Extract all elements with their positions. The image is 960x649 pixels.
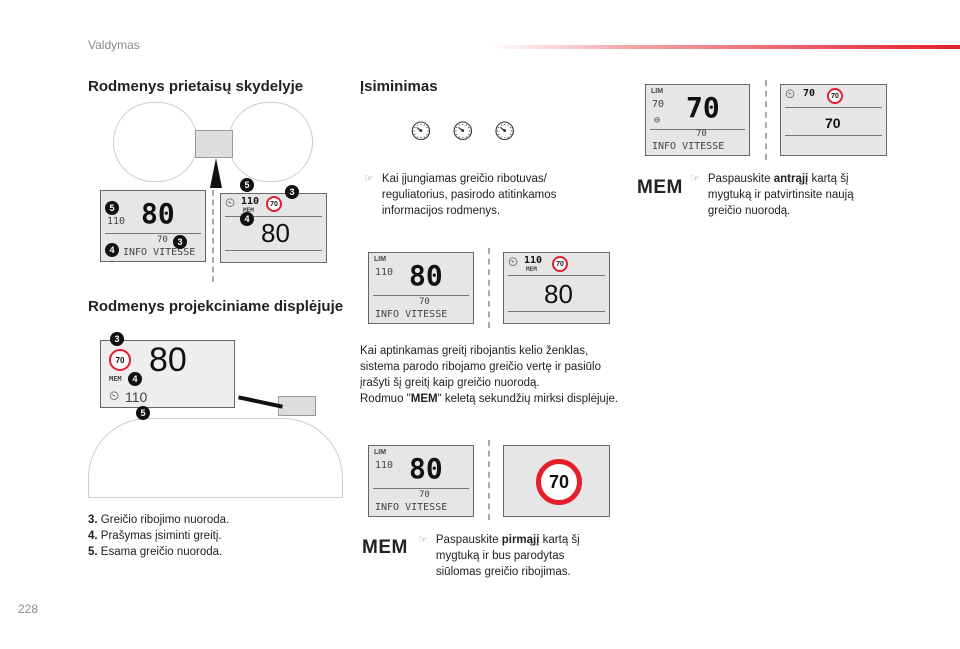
cluster-display-segment: 80 110 70 INFO VITESSE 5 3 4 xyxy=(100,190,206,262)
section-header: Valdymas xyxy=(88,38,140,52)
callout-4: 4 xyxy=(105,243,119,257)
legend-list: 3. Greičio ribojimo nuoroda. 4. Prašymas… xyxy=(88,512,229,560)
pointing-hand-icon: ☞ xyxy=(364,173,374,185)
speed-limit-sign: 70 xyxy=(266,196,282,212)
bullet-activation: ☞Kai įjungiamas greičio ribotuvas/ regul… xyxy=(364,173,557,217)
speedometer-icon: ⏲ xyxy=(508,255,519,270)
bullet-first-press: ☞Paspauskite pirmąjį kartą šį mygtuką ir… xyxy=(418,534,580,578)
speed-limiter-icons: ⏲⏲⏲ xyxy=(410,115,536,148)
limiter-icon: ⏲ xyxy=(410,115,452,146)
speed-limit-sign: 70 xyxy=(827,88,843,104)
legend-item: 3. Greičio ribojimo nuoroda. xyxy=(88,514,230,526)
adaptive-icon: ⏲ xyxy=(493,115,536,146)
speed-limit-sign: 70 xyxy=(109,349,131,371)
section-title-cluster: Rodmenys prietaisų skydelyje xyxy=(88,78,304,95)
matrix-display: ⏲ 110 MEM 70 80 xyxy=(503,252,610,324)
sign-recognition-paragraph: Kai aptinkamas greitį ribojantis kelio ž… xyxy=(360,345,619,405)
legend-item: 5. Esama greičio nuoroda. xyxy=(88,546,223,558)
lim-label: LIM xyxy=(374,449,387,456)
callout-3: 3 xyxy=(110,332,124,346)
speedometer-icon: ⏲ xyxy=(225,196,236,211)
bullet-second-press: ☞Paspauskite antrąjį kartą šį mygtuką ir… xyxy=(690,173,854,217)
callout-4: 4 xyxy=(128,372,142,386)
matrix-display: ⏲ 70 70 70 xyxy=(780,84,887,156)
segment-display: LIM 110 80 70 INFO VITESSE xyxy=(368,445,474,517)
cluster-display-matrix: ⏲ 110 MEM 70 80 xyxy=(220,193,327,263)
speedometer-icon: ⏲ xyxy=(785,87,796,102)
hud-display: 70 80 MEM ⏲ 110 xyxy=(100,340,235,408)
dashboard-illustration: 80 110 70 INFO VITESSE 5 3 4 ⏲ 110 MEM 7… xyxy=(88,102,343,282)
callout-3: 3 xyxy=(173,235,187,249)
legend-item: 4. Prašymas įsiminti greitį. xyxy=(88,530,222,542)
segment-display: LIM 110 80 70 INFO VITESSE xyxy=(368,252,474,324)
pointing-hand-icon: ☞ xyxy=(418,534,428,546)
page-number: 228 xyxy=(18,602,39,616)
matrix-display-sign: 70 xyxy=(503,445,610,517)
callout-3: 3 xyxy=(285,185,299,199)
section-title-memorising: Įsiminimas xyxy=(360,78,438,95)
regulator-icon: ⏲ xyxy=(451,115,494,146)
lim-label: LIM xyxy=(651,88,664,95)
lim-label: LIM xyxy=(374,256,387,263)
callout-5: 5 xyxy=(240,178,254,192)
callout-5: 5 xyxy=(136,406,150,420)
hud-illustration: 70 80 MEM ⏲ 110 3 4 5 xyxy=(88,328,343,498)
mem-icon: ⊖ xyxy=(654,115,661,126)
mem-button-label: MEM xyxy=(637,177,683,198)
pointing-hand-icon: ☞ xyxy=(690,173,700,185)
speed-limit-sign: 70 xyxy=(536,459,582,505)
speedometer-icon: ⏲ xyxy=(109,389,120,404)
callout-4: 4 xyxy=(240,212,254,226)
segment-display: LIM 70 70 ⊖ 70 INFO VITESSE xyxy=(645,84,750,156)
mem-button-label: MEM xyxy=(362,537,408,558)
section-title-hud: Rodmenys projekciniame displėjuje xyxy=(88,298,344,315)
speed-limit-sign: 70 xyxy=(552,256,568,272)
header-rule xyxy=(490,45,960,49)
callout-5: 5 xyxy=(105,201,119,215)
